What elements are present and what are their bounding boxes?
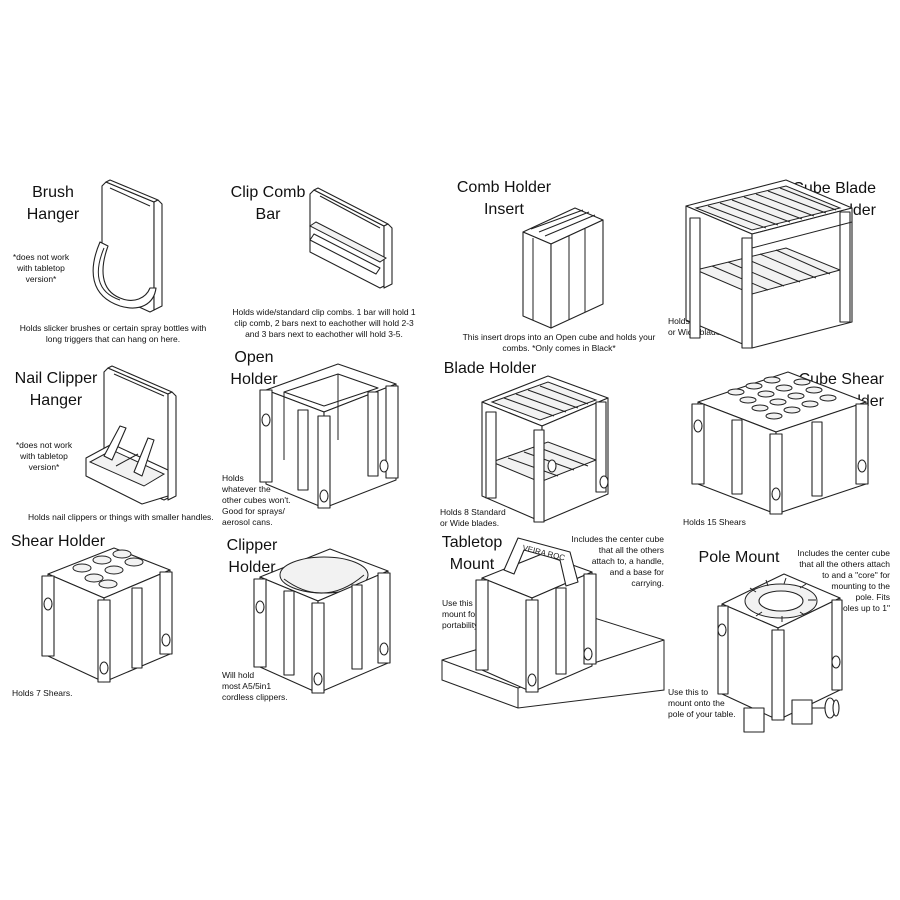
- two-cube-shear-holder-description: Holds 15 Shears: [683, 517, 773, 528]
- brush-hanger-caveat: *does not work with tabletop version*: [6, 252, 76, 285]
- clip-comb-bar-description: Holds wide/standard clip combs. 1 bar wi…: [226, 307, 422, 340]
- note-line: *does not work: [15, 440, 73, 450]
- shear-holder-illustration: [42, 544, 177, 684]
- pole-mount-illustration: [718, 570, 848, 735]
- brush-hanger-illustration: [80, 180, 180, 320]
- note-line: cordless clippers.: [222, 692, 288, 702]
- note-line: aerosol cans.: [222, 517, 273, 527]
- note-line: poles up to 1": [838, 603, 890, 613]
- note-line: This insert drops into an Open cube and …: [462, 332, 656, 342]
- note-line: that all the others: [598, 545, 664, 555]
- blade-holder-description: Holds 8 Standard or Wide blades.: [440, 507, 540, 529]
- note-line: Holds slicker brushes or certain spray b…: [19, 323, 207, 333]
- nail-clipper-hanger-illustration: [82, 366, 182, 506]
- title-line: Holder: [230, 371, 278, 388]
- note-line: other cubes won't.: [222, 495, 291, 505]
- title-line: Clip Comb: [230, 184, 306, 201]
- note-line: or Wide blades.: [440, 518, 500, 528]
- open-holder-illustration: [258, 360, 403, 510]
- note-line: Holds 7 Shears.: [12, 688, 73, 698]
- note-line: Holds 15 Shears: [683, 517, 746, 527]
- nail-clipper-hanger-description: Holds nail clippers or things with small…: [28, 512, 228, 523]
- brush-hanger-title: Brush Hanger: [20, 182, 86, 226]
- note-line: that all the others attach: [799, 559, 890, 569]
- blade-holder-title: Blade Holder: [438, 358, 542, 380]
- title-line: Brush: [32, 184, 74, 201]
- clipper-holder-title: Clipper Holder: [222, 535, 282, 579]
- note-line: combs. *Only comes in Black*: [502, 343, 616, 353]
- open-holder-description: Holds whatever the other cubes won't. Go…: [222, 473, 318, 528]
- note-line: carrying.: [631, 578, 664, 588]
- note-line: most A5/5in1: [222, 681, 272, 691]
- title-line: Pole Mount: [698, 549, 780, 566]
- title-line: Insert: [483, 201, 524, 218]
- note-line: whatever the: [222, 484, 271, 494]
- title-line: Bar: [255, 206, 281, 223]
- nail-clipper-hanger-caveat: *does not work with tabletop version*: [8, 440, 80, 473]
- note-line: Holds nail clippers or things with small…: [28, 512, 214, 522]
- note-line: *does not work: [12, 252, 70, 262]
- title-line: Holder: [228, 559, 276, 576]
- note-line: mount onto the: [668, 698, 725, 708]
- title-line: Hanger: [29, 392, 83, 409]
- comb-holder-insert-description: This insert drops into an Open cube and …: [454, 332, 664, 354]
- note-line: version*: [25, 274, 57, 284]
- note-line: attach to, a handle,: [591, 556, 664, 566]
- note-line: with tabletop: [17, 263, 65, 273]
- clip-comb-bar-title: Clip Comb Bar: [222, 182, 314, 226]
- clipper-holder-description: Will hold most A5/5in1 cordless clippers…: [222, 670, 302, 703]
- note-line: to and a "core" for: [822, 570, 890, 580]
- note-line: version*: [28, 462, 60, 472]
- note-line: Holds: [222, 473, 244, 483]
- note-line: Includes the center cube: [797, 548, 890, 558]
- tabletop-mount-note-left: Use this mount for portability.: [442, 598, 482, 631]
- note-line: Holds wide/standard clip combs. 1 bar wi…: [232, 307, 416, 317]
- shear-holder-title: Shear Holder: [6, 531, 110, 553]
- note-line: mounting to the: [831, 581, 890, 591]
- note-line: Includes the center cube: [571, 534, 664, 544]
- clipper-holder-illustration: [254, 545, 394, 695]
- nail-clipper-hanger-title: Nail Clipper Hanger: [6, 368, 106, 412]
- note-line: clip comb, 2 bars next to eachother will…: [234, 318, 414, 328]
- pole-mount-note-right: Includes the center cube that all the ot…: [788, 548, 890, 614]
- clip-comb-bar-illustration: [300, 190, 410, 290]
- title-line: Tabletop: [441, 534, 503, 551]
- note-line: with tabletop: [20, 451, 68, 461]
- shear-holder-description: Holds 7 Shears.: [12, 688, 92, 699]
- title-line: Comb Holder: [456, 179, 552, 196]
- note-line: Use this to: [668, 687, 709, 697]
- title-line: Mount: [449, 556, 495, 573]
- comb-holder-insert-title: Comb Holder Insert: [446, 177, 562, 221]
- brush-hanger-description: Holds slicker brushes or certain spray b…: [0, 323, 226, 345]
- note-line: Holds 8 Standard: [440, 507, 506, 517]
- pole-mount-title: Pole Mount: [692, 547, 786, 569]
- note-line: portability.: [442, 620, 481, 630]
- title-line: Clipper: [226, 537, 278, 554]
- pole-mount-note-left: Use this to mount onto the pole of your …: [668, 687, 748, 720]
- title-line: Hanger: [26, 206, 80, 223]
- tabletop-mount-note-right: Includes the center cube that all the ot…: [560, 534, 664, 589]
- blade-holder-illustration: [478, 372, 613, 527]
- note-line: and a base for: [609, 567, 664, 577]
- tabletop-mount-illustration: VEIRA ROC: [438, 530, 668, 710]
- title-line: Blade Holder: [443, 360, 537, 377]
- note-line: pole of your table.: [668, 709, 736, 719]
- note-line: Will hold: [222, 670, 255, 680]
- note-line: and 3 bars next to eachother will hold 3…: [245, 329, 403, 339]
- title-line: Shear Holder: [10, 533, 106, 550]
- open-holder-title: Open Holder: [224, 347, 284, 391]
- title-line: Open: [234, 349, 274, 366]
- comb-holder-insert-illustration: [515, 202, 610, 332]
- two-cube-blade-holder-illustration: [682, 178, 857, 353]
- note-line: pole. Fits: [855, 592, 891, 602]
- note-line: mount for: [442, 609, 478, 619]
- tabletop-mount-title: Tabletop Mount: [436, 532, 508, 576]
- note-line: long triggers that can hang on here.: [45, 334, 181, 344]
- title-line: Nail Clipper: [14, 370, 98, 387]
- two-cube-shear-holder-illustration: [692, 368, 872, 516]
- note-line: Use this: [442, 598, 473, 608]
- note-line: Good for sprays/: [222, 506, 285, 516]
